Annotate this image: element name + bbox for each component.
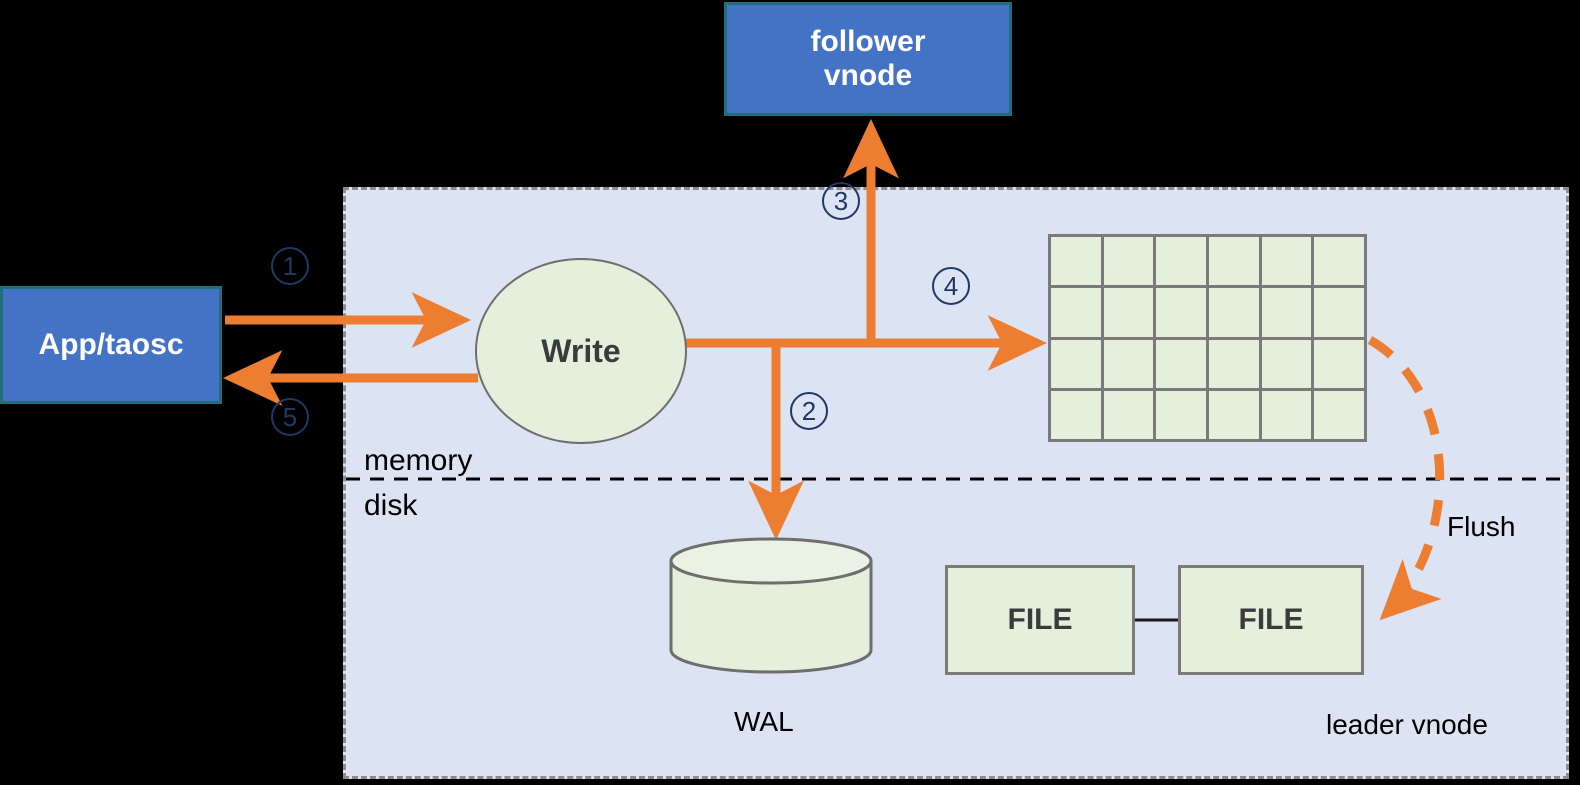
wal-cylinder-shape bbox=[669, 537, 873, 674]
file-box-1-label: FILE bbox=[1007, 603, 1073, 636]
memory-table-grid[interactable] bbox=[1048, 234, 1367, 442]
memory-table-cell bbox=[1156, 288, 1209, 340]
memory-table-cell bbox=[1261, 390, 1315, 442]
memory-table-cell bbox=[1156, 339, 1209, 391]
step-marker-2: 2 bbox=[790, 392, 828, 430]
memory-table-cell bbox=[1209, 237, 1262, 289]
memory-table-cell bbox=[1261, 237, 1315, 289]
memory-table-cell bbox=[1103, 390, 1157, 442]
flush-label: Flush bbox=[1447, 511, 1516, 542]
memory-table-cell bbox=[1209, 288, 1262, 340]
memory-table-cell bbox=[1103, 339, 1157, 391]
follower-vnode-box[interactable]: follower vnode bbox=[724, 2, 1012, 116]
memory-table-cell bbox=[1051, 390, 1104, 442]
wal-label: WAL bbox=[734, 706, 794, 737]
memory-table-cell bbox=[1156, 237, 1209, 289]
memory-table-cell bbox=[1103, 237, 1157, 289]
disk-label: disk bbox=[364, 489, 418, 522]
memory-table-cell bbox=[1051, 237, 1104, 289]
memory-table-cell bbox=[1314, 390, 1367, 442]
step-marker-5: 5 bbox=[271, 398, 309, 436]
write-node[interactable]: Write bbox=[475, 258, 687, 444]
memory-table-cell bbox=[1209, 339, 1262, 391]
memory-table-cell bbox=[1261, 288, 1315, 340]
memory-table-cell bbox=[1051, 288, 1104, 340]
memory-table-cell bbox=[1314, 288, 1367, 340]
follower-vnode-label: follower vnode bbox=[810, 25, 926, 92]
arrow-flush-dashed bbox=[1367, 336, 1445, 621]
file-box-1[interactable]: FILE bbox=[945, 565, 1135, 675]
file-box-2-label: FILE bbox=[1238, 603, 1304, 636]
app-taosc-label: App/taosc bbox=[38, 328, 184, 361]
memory-table-cell bbox=[1314, 339, 1367, 391]
memory-label: memory bbox=[364, 444, 473, 477]
memory-table-cell bbox=[1209, 390, 1262, 442]
memory-table-cell bbox=[1051, 339, 1104, 391]
memory-table-cell bbox=[1314, 237, 1367, 289]
memory-table-cell bbox=[1156, 390, 1209, 442]
step-marker-4: 4 bbox=[932, 267, 970, 305]
memory-table-cell bbox=[1261, 339, 1315, 391]
leader-vnode-label: leader vnode bbox=[1326, 709, 1488, 740]
app-taosc-box[interactable]: App/taosc bbox=[0, 286, 222, 404]
memory-table-cell bbox=[1103, 288, 1157, 340]
file-box-2[interactable]: FILE bbox=[1178, 565, 1364, 675]
step-marker-1: 1 bbox=[271, 247, 309, 285]
write-label: Write bbox=[541, 332, 621, 369]
step-marker-3: 3 bbox=[822, 182, 860, 220]
